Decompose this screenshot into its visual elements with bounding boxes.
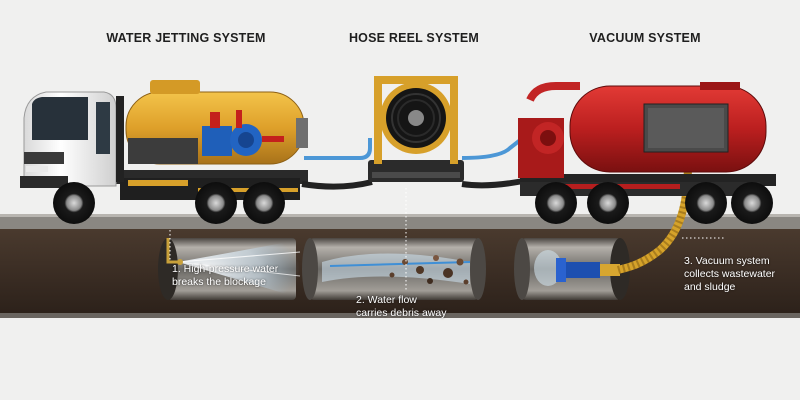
- callout-step-2: 2. Water flow carries debris away: [356, 294, 446, 320]
- water-hose-left: [304, 138, 372, 160]
- debris-flow: [322, 253, 471, 285]
- callout-step-1: 1. High-pressure water breaks the blocka…: [172, 263, 278, 289]
- callout-step-3: 3. Vacuum system collects wastewater and…: [684, 255, 775, 294]
- water-hose-right: [461, 132, 530, 160]
- vacuum-truck: [518, 82, 776, 224]
- callout-step-1-line-1: 1. High-pressure water: [172, 263, 279, 275]
- heading-hose-reel-system: HOSE REEL SYSTEM: [348, 31, 480, 45]
- callout-step-1-line-2: breaks the blockage: [172, 276, 266, 288]
- callout-step-3-line-1: 3. Vacuum system: [684, 255, 770, 267]
- callout-step-3-line-2: collects wastewater: [684, 268, 776, 280]
- heading-water-jetting-system: WATER JETTING SYSTEM: [106, 31, 266, 45]
- leader-lines: [169, 188, 724, 292]
- water-spray: [177, 240, 301, 298]
- callout-step-2-line-2: carries debris away: [356, 307, 447, 319]
- vacuum-nozzle: [534, 250, 620, 286]
- heading-vacuum-system: VACUUM SYSTEM: [589, 31, 701, 45]
- hose-reel-unit: [368, 76, 464, 182]
- callout-step-2-line-1: 2. Water flow: [356, 294, 417, 306]
- water-jetting-truck: [20, 80, 308, 224]
- callout-step-3-line-3: and sludge: [684, 281, 736, 293]
